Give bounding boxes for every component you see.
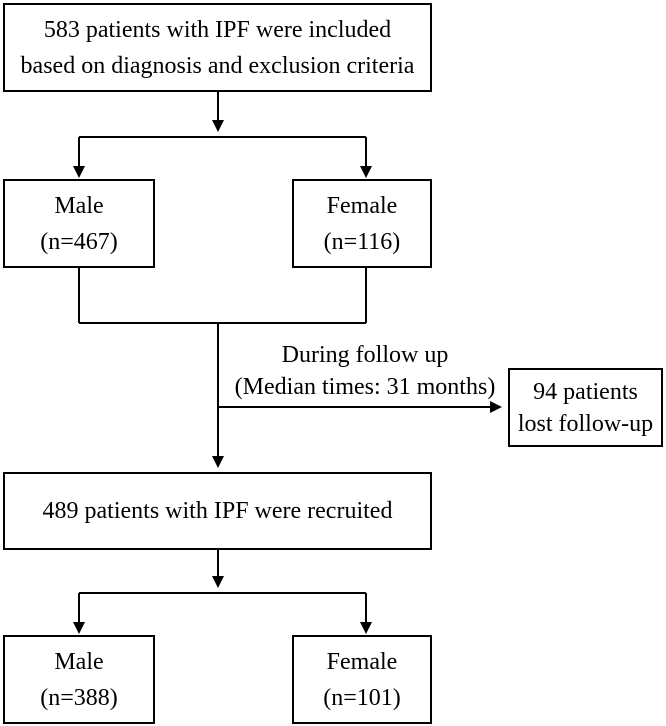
male-box-initial: Male (n=467) (3, 179, 155, 268)
lost-follow-up-box: 94 patients lost follow-up (508, 368, 663, 447)
female-box-final: Female (n=101) (292, 635, 432, 724)
lost-line-2: lost follow-up (517, 410, 654, 437)
female-final-label: Female (326, 648, 398, 675)
female-count: (n=116) (323, 228, 401, 255)
follow-up-line-1: During follow up (281, 342, 449, 368)
female-box-initial: Female (n=116) (292, 179, 432, 268)
recruited-patients-box: 489 patients with IPF were recruited (3, 472, 432, 550)
female-label: Female (326, 192, 398, 219)
female-final-count: (n=101) (323, 684, 401, 711)
male-box-final: Male (n=388) (3, 635, 155, 724)
lost-line-1: 94 patients (533, 378, 638, 405)
recruited-text: 489 patients with IPF were recruited (42, 498, 393, 524)
male-final-count: (n=388) (40, 684, 118, 711)
follow-up-line-2: (Median times: 31 months) (234, 374, 496, 400)
male-label: Male (54, 192, 104, 219)
male-count: (n=467) (40, 228, 118, 255)
included-line-2: based on diagnosis and exclusion criteri… (20, 52, 415, 79)
included-patients-box: 583 patients with IPF were included base… (3, 3, 432, 92)
included-line-1: 583 patients with IPF were included (43, 16, 392, 43)
male-final-label: Male (54, 648, 104, 675)
follow-up-label: During follow up (Median times: 31 month… (225, 339, 505, 403)
